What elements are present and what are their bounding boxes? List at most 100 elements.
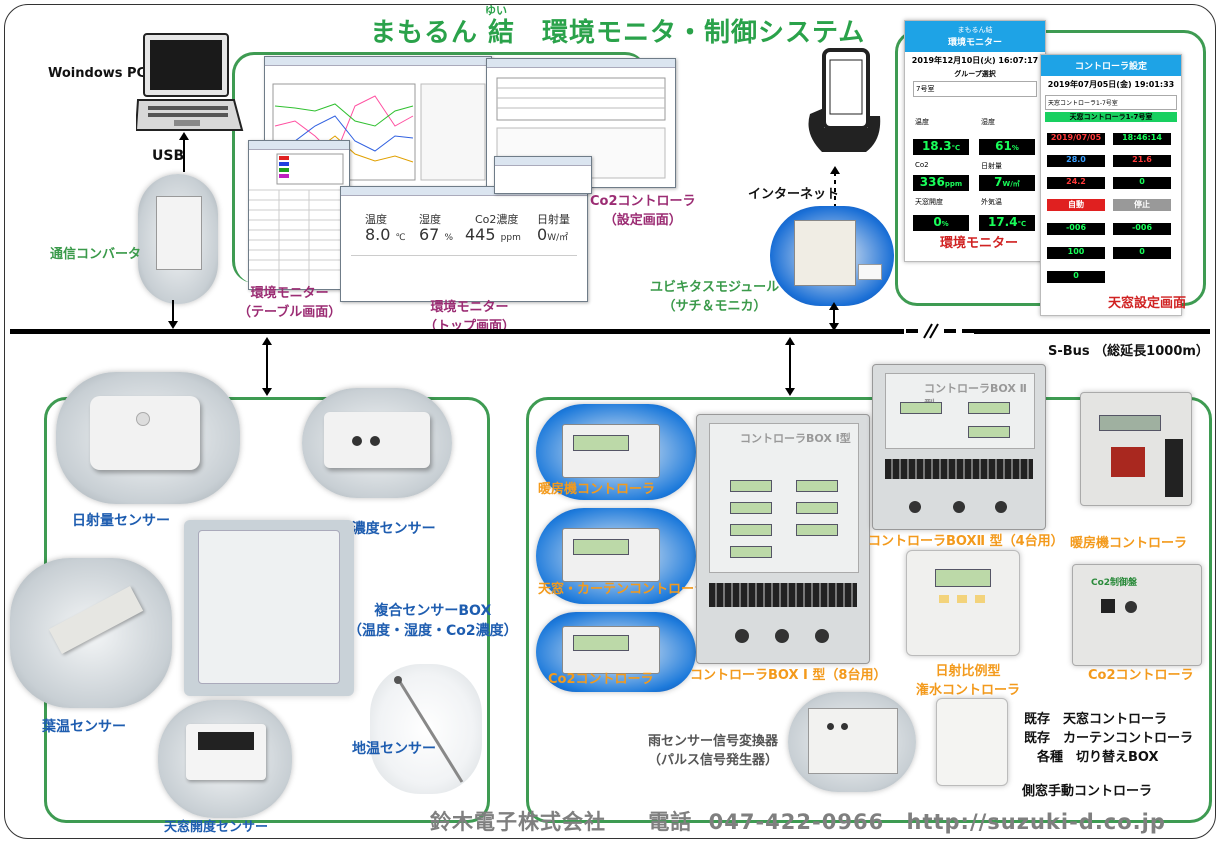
screen-table-label: 環境モニター （テーブル画面） (238, 286, 342, 320)
laptop-icon (134, 30, 244, 148)
controller-box2-photo: コントローラBOX Ⅱ型 (872, 364, 1046, 530)
phone1-tile3-label: Co2 (915, 161, 929, 169)
smartphone-hand-icon (796, 44, 900, 164)
phone2-datetime: 2019年07月05日(金) 19:01:33 (1047, 80, 1175, 89)
irrigation-controller-label: 日射比例型 潅水コントローラ (916, 664, 1021, 698)
converter-photo (138, 174, 218, 304)
phone1-tile4-label: 日射量 (981, 162, 1002, 170)
phone2-header: コントローラ設定 (1041, 55, 1181, 76)
usb-line (183, 136, 185, 172)
window-small (494, 156, 592, 194)
module-label: ユビキタスモジュール （サチ＆モニカ） (650, 280, 780, 314)
phone2-stop-button[interactable]: 停止 (1113, 199, 1171, 211)
ground-sensor-label: 地温センサー (352, 741, 436, 757)
top-temp-value: 8.0 (365, 225, 391, 244)
co2-controller-right-photo: Co2制御盤 (1072, 564, 1202, 666)
phone1-tile1-unit: ℃ (951, 144, 961, 152)
co2-controller-left-photo (536, 612, 696, 692)
phone2-banner: 天窓コントローラ1-7号室 (1045, 112, 1177, 122)
ground-sensor-photo (370, 664, 482, 794)
sensor-arrowhead-down (262, 388, 272, 396)
composite-sensor-label: 複合センサーBOX （温度・湿度・Co2濃度） (348, 603, 518, 639)
usb-arrowhead (179, 132, 189, 140)
top-co2-value: 445 (465, 225, 496, 244)
module-bus-line (833, 306, 835, 328)
top-hum-value: 67 (419, 225, 440, 244)
phone1-tile6-unit: ℃ (1017, 220, 1027, 228)
phone1-tile3-unit: ppm (944, 180, 963, 188)
pc-label: Woindows PC (48, 66, 147, 81)
phone1-tile5-unit: % (941, 220, 949, 228)
phone2-v8: 0 (1113, 247, 1171, 259)
phone1-datetime: 2019年12月10日(火) 16:07:17 (911, 56, 1039, 65)
title-ruby: ゆい (485, 4, 507, 17)
phone1-tile5-value: 0 (933, 215, 942, 229)
footer: 鈴木電子株式会社 電話 047-422-0966 http://suzuki-d… (430, 806, 1166, 836)
controller-loop (526, 397, 1212, 823)
window-top: 温度 8.0 ℃ 湿度 67 % Co2濃度 445 ppm 日射量 0W/㎡ (340, 186, 588, 302)
phone1-tile1-label: 温度 (915, 118, 929, 126)
top-solar-unit: W/㎡ (547, 233, 569, 243)
rain-converter-label: 雨センサー信号変換器 （パルス信号発生器） (648, 734, 779, 768)
heater-controller-left-label: 暖房機コントローラ (538, 482, 656, 497)
internet-arrowhead (830, 166, 840, 174)
phone1-header: 環境モニター (947, 38, 1002, 48)
phone1-group-label: グループ選択 (954, 70, 996, 78)
top-co2-label: Co2濃度 (475, 213, 519, 226)
phone1-tile6-value: 17.4 (987, 215, 1018, 229)
controller-box1-label: コントローラBOX Ⅰ 型（8台用） (690, 668, 887, 683)
leaf-sensor-label: 葉温センサー (42, 719, 126, 735)
top-hum-label: 湿度 (419, 213, 441, 226)
heater-controller-right-label: 暖房機コントローラ (1070, 536, 1188, 551)
controller-box2-label: コントローラBOXⅡ 型（4台用） (868, 534, 1064, 549)
sensor-bus-arrow (266, 340, 268, 392)
side-window-label: 側窓手動コントローラ (1022, 784, 1153, 799)
controller-arrowhead-up (785, 337, 795, 345)
phone-environment-monitor: まもるん結 環境モニター 2019年12月10日(火) 16:07:17 グルー… (904, 20, 1046, 262)
footer-phone-label: 電話 (648, 810, 693, 834)
top-temp-label: 温度 (365, 213, 387, 226)
window-table (248, 140, 350, 290)
phone1-group-select[interactable]: 7号室 (913, 81, 1037, 97)
phone1-tile5-label: 天窓開度 (915, 198, 943, 206)
solar-sensor-photo (56, 372, 240, 504)
footer-url[interactable]: http://suzuki-d.co.jp (906, 810, 1166, 834)
ubiquitous-module-photo (770, 206, 894, 306)
phone2-v5: -006 (1047, 223, 1105, 235)
sensor-arrowhead-up (262, 337, 272, 345)
s-bus-line (10, 329, 1210, 334)
footer-phone: 047-422-0966 (708, 810, 885, 834)
phone2-v2: 21.6 (1113, 155, 1171, 167)
existing-box-photo (936, 698, 1008, 786)
screen-co2-label: Co2コントローラ （設定画面） (590, 194, 696, 228)
phone1-tile1-value: 18.3 (921, 139, 952, 153)
skylight-label: 天窓設定画面 (1108, 296, 1187, 311)
phone2-auto-button[interactable]: 自動 (1047, 199, 1105, 211)
phone1-tile2-label: 湿度 (981, 118, 995, 126)
heater-controller-right-photo (1080, 392, 1192, 506)
converter-arrowhead (168, 321, 178, 329)
curtain-controller-label: 天窓・カーテンコントローラ (538, 582, 708, 597)
phone2-v3: 24.2 (1047, 177, 1105, 189)
irrigation-controller-photo (906, 550, 1020, 656)
rain-converter-photo (788, 692, 916, 792)
top-co2-unit: ppm (500, 233, 521, 243)
diagram-frame (4, 4, 1216, 839)
solar-sensor-label: 日射量センサー (72, 513, 170, 529)
window-sensor-label: 天窓開度センサー (164, 820, 269, 835)
top-solar-value: 0 (537, 225, 548, 244)
usb-label: USB (152, 148, 185, 164)
phone1-tile4-value: 7 (994, 175, 1003, 189)
phone-controller-settings: コントローラ設定 2019年07月05日(金) 19:01:33 天窓コントロー… (1040, 54, 1182, 316)
controller-arrowhead-down (785, 388, 795, 396)
s-bus-label: S-Bus （総延長1000m） (1048, 344, 1209, 359)
phone2-select[interactable]: 天窓コントローラ1-7号室 (1045, 95, 1177, 110)
footer-company: 鈴木電子株式会社 (430, 810, 606, 834)
existing-controllers-label: 既存 天窓コントローラ 既存 カーテンコントローラ 各種 切り替えBOX (1024, 712, 1194, 765)
co2-controller-right-label: Co2コントローラ (1088, 668, 1194, 683)
heater-controller-left-photo (536, 404, 696, 500)
phone2-v1: 28.0 (1047, 155, 1105, 167)
module-arrowhead-down (829, 323, 839, 331)
top-loop-left (232, 52, 647, 283)
bus-break-mark (904, 322, 974, 340)
